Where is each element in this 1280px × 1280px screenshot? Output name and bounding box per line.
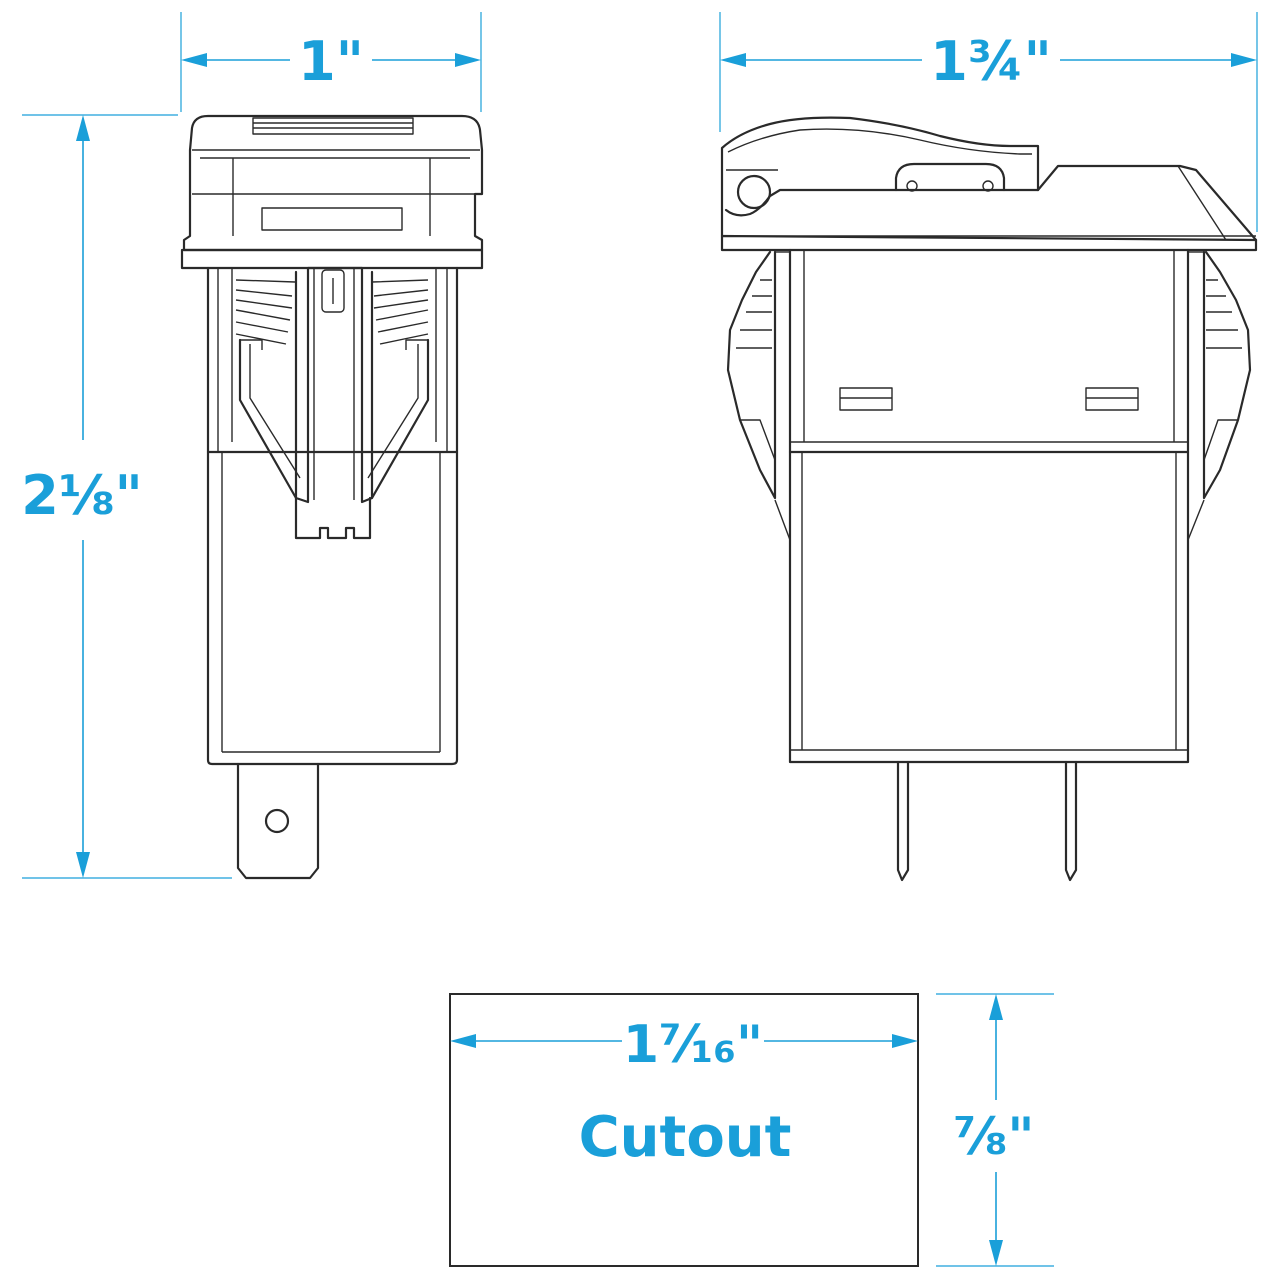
cutout-width-label: 1⁷⁄₁₆" (623, 1015, 763, 1075)
side-width-label: 1¾" (930, 30, 1052, 93)
front-width-label: 1" (298, 30, 364, 93)
height-dimension: 2⅛" (21, 114, 232, 879)
cutout-height-dimension: ⅞" (936, 993, 1054, 1267)
front-width-dimension: 1" (180, 12, 482, 112)
height-label: 2⅛" (21, 464, 143, 527)
side-width-dimension: 1¾" (719, 12, 1258, 232)
cutout-width-dimension: 1⁷⁄₁₆" (450, 1015, 918, 1075)
side-view-switch (720, 116, 1258, 882)
cutout-height-label: ⅞" (954, 1107, 1035, 1167)
cutout-label: Cutout (579, 1105, 792, 1170)
front-view-switch (180, 114, 484, 880)
cutout-outline (449, 993, 919, 1267)
